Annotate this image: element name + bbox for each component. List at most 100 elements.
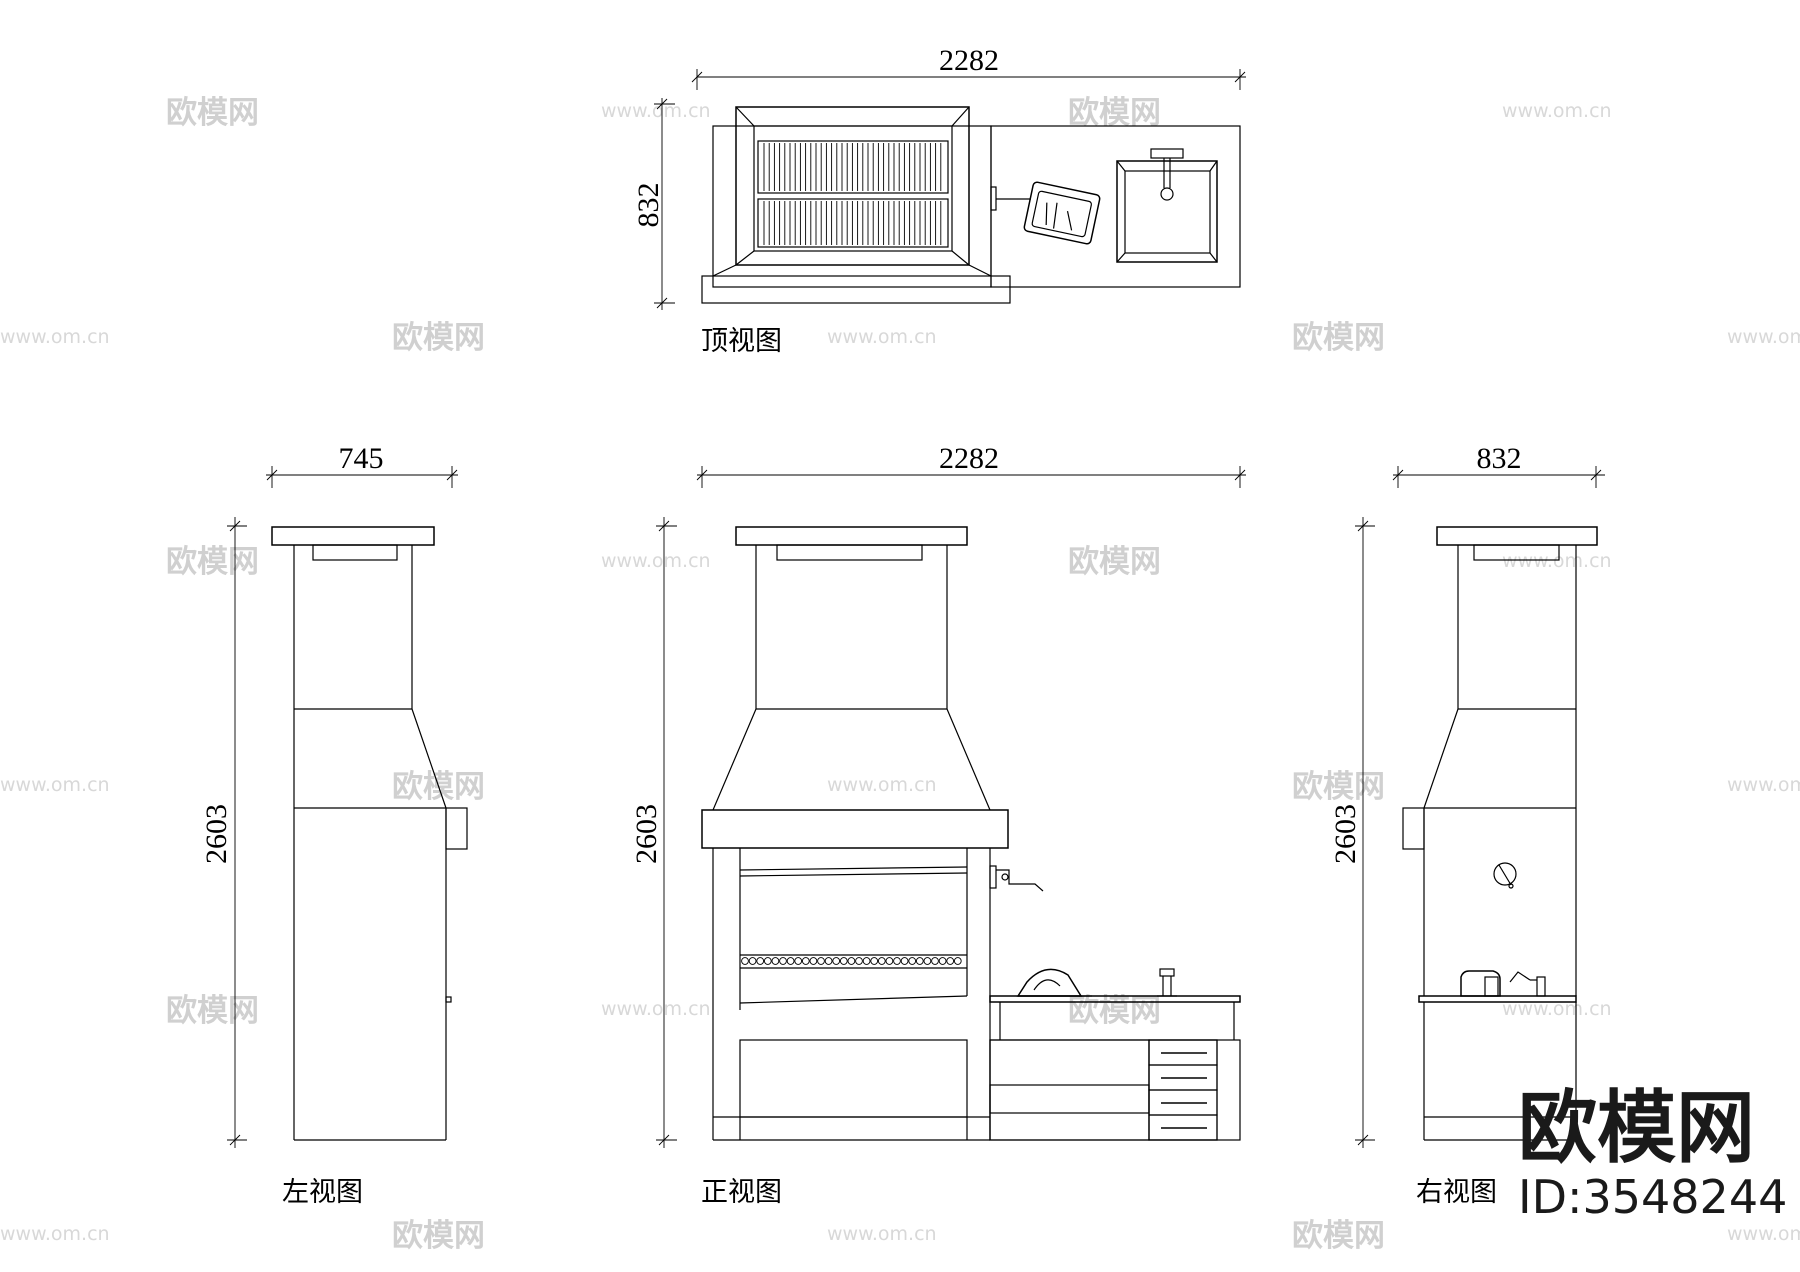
- watermark-url: www.om.cn: [1502, 998, 1612, 1020]
- grate-rod: [900, 957, 909, 965]
- front-width-dimension: 2282: [696, 442, 1246, 488]
- right-height-dim-label: 2603: [1329, 804, 1362, 864]
- watermark-url: www.om.cn: [1727, 774, 1800, 796]
- hood-slope: [1423, 708, 1459, 809]
- grill-tray-bottom: [739, 995, 968, 1004]
- grate-rod: [855, 957, 863, 965]
- watermark-logo: 欧模网: [392, 1218, 485, 1254]
- grate-rod: [938, 957, 947, 965]
- hood-right-slope: [946, 708, 991, 811]
- right-width-dim-label: 832: [1477, 442, 1522, 475]
- watermark-url: www.om.cn: [0, 326, 110, 348]
- watermark-url: www.om.cn: [1727, 326, 1800, 348]
- top-view: 2282 832: [632, 44, 1246, 357]
- watermark-url: www.om.cn: [1727, 1223, 1800, 1245]
- watermark-url: www.om.cn: [601, 550, 711, 572]
- watermark-url: www.om.cn: [0, 1223, 110, 1245]
- grate-rod: [779, 957, 787, 965]
- grate-rod: [915, 957, 924, 965]
- grate-rod: [877, 957, 886, 965]
- cutting-board-side: [1460, 970, 1501, 997]
- sink-basin-outer: [1116, 160, 1218, 263]
- grate-rod: [756, 957, 765, 965]
- grate-rod: [946, 957, 955, 965]
- sink-drain-icon: [1160, 187, 1174, 201]
- brand-watermark: 欧模网 ID:3548244: [1518, 1082, 1787, 1224]
- watermark-logo: 欧模网: [1292, 320, 1385, 356]
- grate-rod: [741, 957, 749, 965]
- grill-grate-lower: [757, 198, 949, 248]
- grate-rod: [953, 957, 962, 965]
- front-height-dim-label: 2603: [630, 804, 663, 864]
- watermark-logo: 欧模网: [166, 544, 259, 580]
- top-depth-dim-label: 832: [632, 183, 665, 228]
- grate-rod: [931, 957, 939, 965]
- watermark-logo: 欧模网: [392, 320, 485, 356]
- watermark-logo: 欧模网: [1292, 769, 1385, 805]
- watermark-logo: 欧模网: [1292, 1218, 1385, 1254]
- grate-rod: [893, 957, 901, 965]
- watermark-logo: 欧模网: [1068, 95, 1161, 131]
- faucet-side-icon: [1509, 971, 1546, 997]
- counter-slab: [989, 995, 1241, 1003]
- grate-rod: [809, 957, 818, 965]
- hood-band: [701, 809, 1009, 849]
- cutting-board-front: [1016, 968, 1092, 997]
- front-width-dim-label: 2282: [939, 442, 999, 475]
- watermark-logo: 欧模网: [1068, 993, 1161, 1029]
- grate-rod: [885, 957, 894, 965]
- crank-side-icon: [1493, 862, 1517, 889]
- grate-rod: [847, 957, 856, 965]
- watermark-logo: 欧模网: [1068, 544, 1161, 580]
- right-view-caption: 右视图: [1416, 1177, 1497, 1208]
- top-depth-dimension: 832: [632, 98, 675, 310]
- hood-lip: [1402, 807, 1425, 850]
- grate-rod: [824, 957, 833, 965]
- front-view: 2282 2603: [630, 442, 1246, 1208]
- grate-rod: [763, 957, 772, 965]
- grate-rod: [786, 957, 795, 965]
- grill-grate-front: [741, 957, 962, 965]
- watermark-url: www.om.cn: [601, 100, 711, 122]
- grate-rod: [794, 957, 803, 965]
- crank-mount: [990, 186, 997, 211]
- grate-rod: [771, 957, 780, 965]
- grate-rod: [862, 957, 871, 965]
- storage-opening: [739, 1039, 968, 1118]
- chimney-cap: [735, 526, 968, 546]
- hood-left-slope: [712, 708, 757, 811]
- cutting-board: [1023, 181, 1101, 245]
- crank-handle-icon: [996, 869, 1044, 892]
- left-height-dim-label: 2603: [200, 804, 233, 864]
- grill-base-plate: [701, 275, 1011, 304]
- watermark-layer: 欧模网 www.om.cn 欧模网 www.om.cn www.om.cn 欧模…: [0, 95, 1800, 1254]
- right-height-dimension: 2603: [1329, 517, 1375, 1148]
- grill-grate-bars: [763, 143, 942, 245]
- top-width-dimension: 2282: [691, 44, 1246, 90]
- watermark-url: www.om.cn: [827, 326, 937, 348]
- right-view: 832 2603: [1329, 442, 1605, 1208]
- left-width-dimension: 745: [266, 442, 458, 488]
- front-view-caption: 正视图: [701, 1177, 782, 1208]
- grill-hood-line: [739, 866, 968, 871]
- cabinet-drawer-stack: [1148, 1039, 1218, 1141]
- left-view: 745 2603 左视图: [200, 442, 468, 1208]
- grate-rod: [923, 957, 932, 965]
- watermark-url: www.om.cn: [827, 774, 937, 796]
- grill-hood-frame: [735, 106, 970, 266]
- watermark-url: www.om.cn: [1502, 550, 1612, 572]
- grill-grate-area: [753, 125, 953, 252]
- hood-lip: [445, 807, 468, 850]
- brand-name: 欧模网: [1518, 1082, 1755, 1174]
- grate-rod: [817, 957, 825, 965]
- grill-grate-upper: [757, 140, 949, 194]
- watermark-url: www.om.cn: [827, 1223, 937, 1245]
- watermark-url: www.om.cn: [1502, 100, 1612, 122]
- watermark-logo: 欧模网: [166, 95, 259, 131]
- grate-rod: [908, 957, 917, 965]
- watermark-url: www.om.cn: [0, 774, 110, 796]
- grate-rod: [832, 957, 841, 965]
- top-view-caption: 顶视图: [701, 326, 782, 357]
- grate-rod: [839, 957, 848, 965]
